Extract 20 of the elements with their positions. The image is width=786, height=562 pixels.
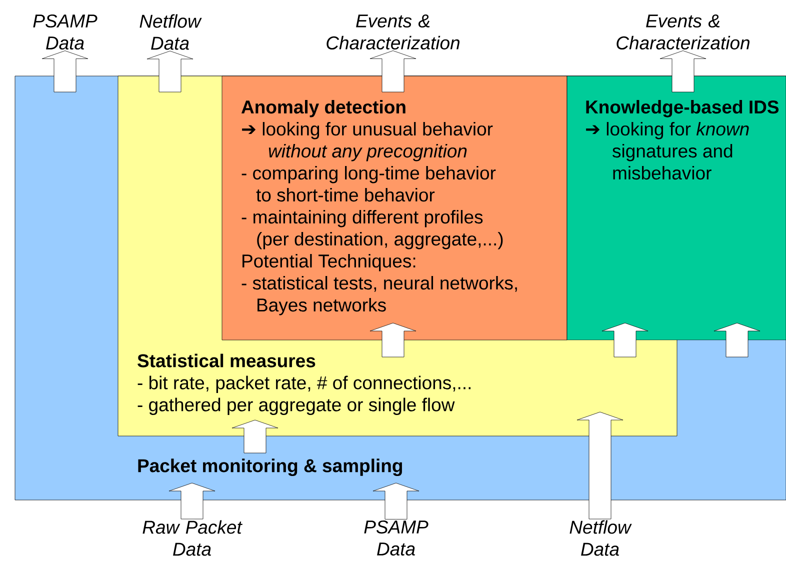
data-label: Raw Packet Data	[142, 520, 242, 556]
data-label: PSAMP Data	[33, 14, 98, 50]
block-arrow	[146, 50, 194, 92]
block-arrow	[660, 50, 706, 92]
block-arrow	[370, 50, 416, 92]
block-arrow	[232, 420, 278, 454]
block-arrow	[372, 482, 420, 520]
block-arrow	[602, 322, 648, 358]
process-box: Anomaly detection ➔ looking for unusual behavior without any precognition - comparing long-time behavior to short-time behavior - maintaining different profiles (per destination, aggregate,...) Potential Techniques: - statistical tests, neural networks, Bayes networks	[222, 76, 568, 340]
process-box: Knowledge-based IDS ➔ looking for known signatures and misbehavior	[566, 76, 786, 340]
block-arrow	[42, 50, 88, 92]
block-arrow	[370, 322, 416, 358]
data-label: Events & Characterization	[616, 14, 750, 50]
block-arrow	[168, 482, 216, 520]
data-label: PSAMP Data	[364, 520, 428, 556]
block-arrow	[714, 322, 760, 358]
block-arrow	[576, 412, 624, 520]
data-label: Netflow Data	[570, 520, 632, 556]
data-label: Events & Characterization	[326, 14, 460, 50]
data-label: Netflow Data	[140, 14, 202, 50]
